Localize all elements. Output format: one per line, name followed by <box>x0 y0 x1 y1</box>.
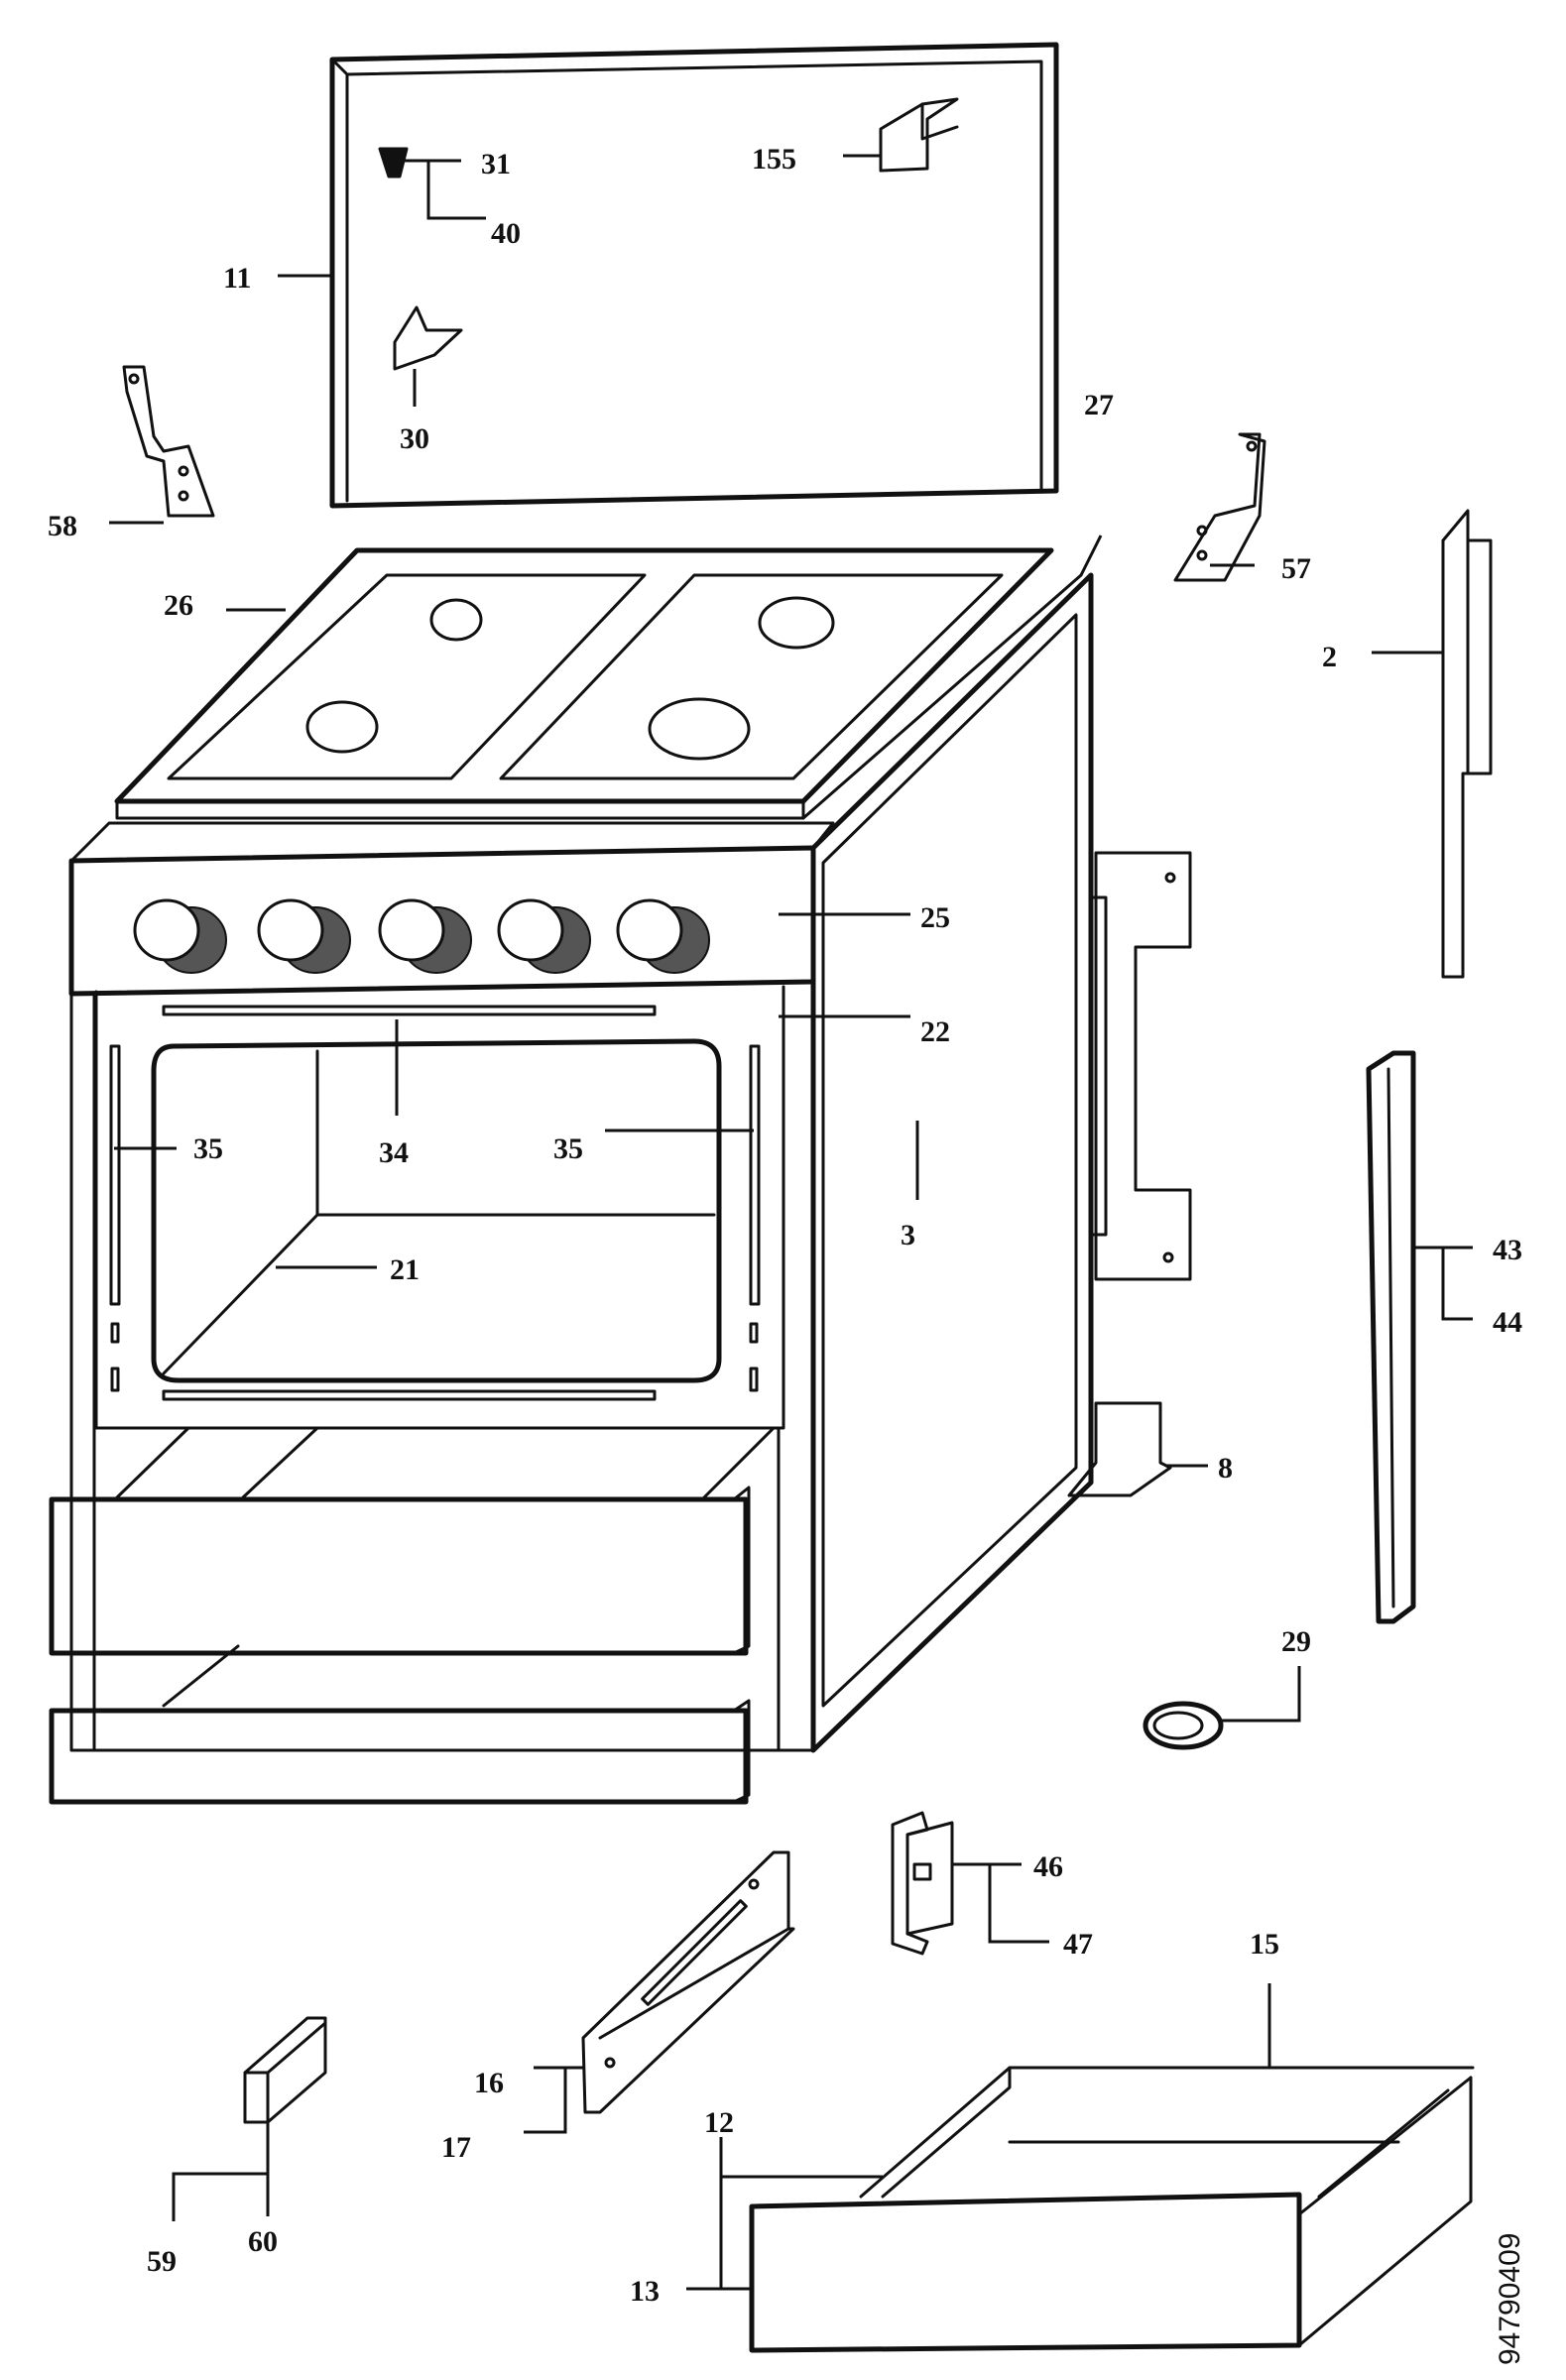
label-40: 40 <box>491 217 521 250</box>
back-panel <box>329 42 1059 509</box>
cooker-body <box>49 572 1094 1805</box>
control-knobs <box>133 898 710 974</box>
label-44: 44 <box>1493 1306 1522 1339</box>
label-29: 29 <box>1281 1625 1311 1658</box>
label-35-right: 35 <box>553 1132 583 1165</box>
label-47: 47 <box>1063 1928 1093 1961</box>
label-8: 8 <box>1218 1452 1233 1485</box>
hinge-bracket-left <box>122 365 215 518</box>
label-27: 27 <box>1084 389 1114 421</box>
label-30: 30 <box>400 422 429 455</box>
label-11: 11 <box>223 262 251 295</box>
hob-top <box>114 547 1083 820</box>
label-31: 31 <box>481 148 511 180</box>
callout-labels: 155 31 40 11 30 27 58 57 26 2 25 22 34 3… <box>48 143 1526 2365</box>
label-13: 13 <box>630 2275 660 2308</box>
label-21: 21 <box>390 1253 420 1286</box>
label-46: 46 <box>1033 1850 1063 1883</box>
diagram-reference-code: 94790409 <box>1494 2233 1526 2365</box>
label-22: 22 <box>920 1015 950 1048</box>
rear-support-frame <box>1067 851 1192 1497</box>
label-34: 34 <box>379 1136 409 1169</box>
label-12: 12 <box>704 2106 734 2139</box>
label-59: 59 <box>147 2245 177 2278</box>
door-clip <box>891 1811 954 1956</box>
label-58: 58 <box>48 510 77 542</box>
spacer-block <box>243 2016 327 2124</box>
drawer-runner <box>581 1850 795 2114</box>
label-35-left: 35 <box>193 1132 223 1165</box>
label-43: 43 <box>1493 1234 1522 1266</box>
label-60: 60 <box>248 2225 278 2258</box>
leader-lines <box>109 154 1473 2291</box>
grommet-ring <box>1143 1701 1224 1750</box>
label-57: 57 <box>1281 552 1311 585</box>
label-26: 26 <box>164 589 193 622</box>
door-seal <box>1366 1050 1416 1624</box>
label-17: 17 <box>441 2131 471 2164</box>
hinge-bracket-right <box>1173 432 1266 582</box>
label-15: 15 <box>1250 1928 1279 1961</box>
label-2: 2 <box>1322 641 1337 673</box>
label-3: 3 <box>901 1219 915 1251</box>
label-155: 155 <box>752 143 796 176</box>
storage-drawer <box>749 2066 1475 2353</box>
side-trim-strip <box>1441 509 1493 979</box>
label-25: 25 <box>920 901 950 934</box>
label-16: 16 <box>474 2067 504 2099</box>
